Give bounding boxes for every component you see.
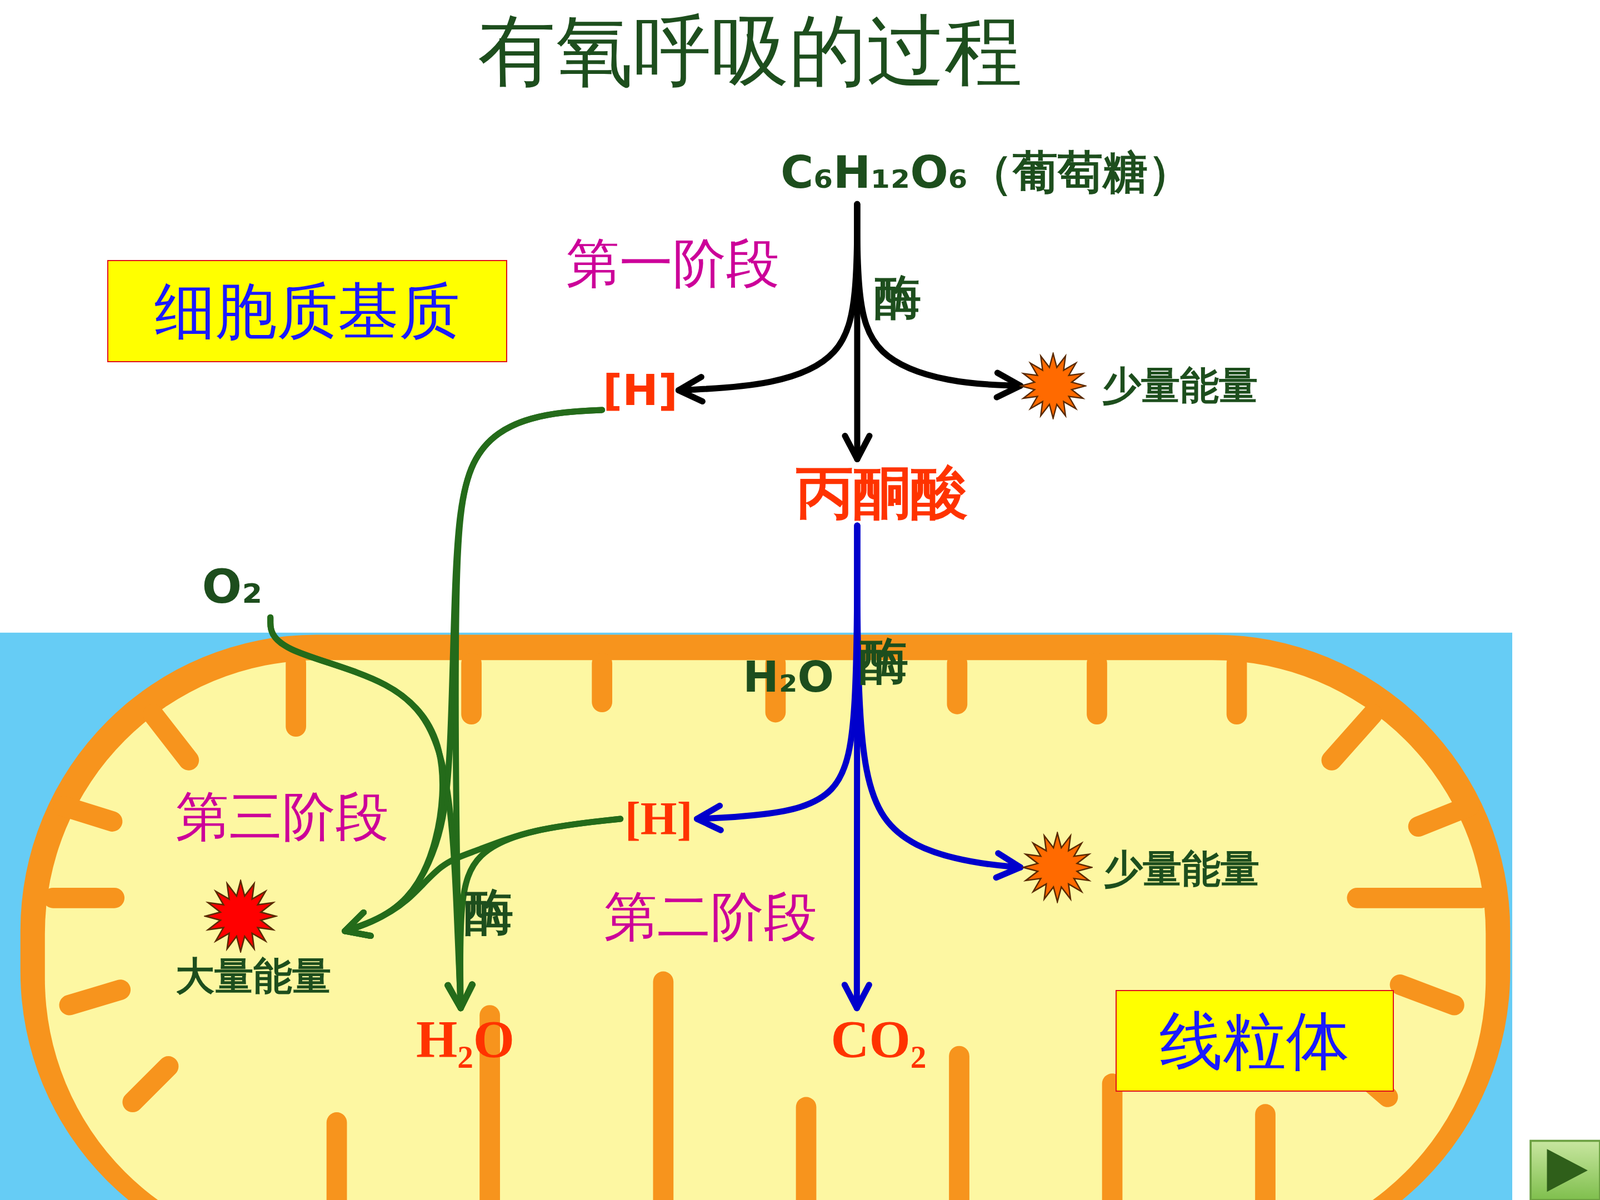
product-text: [H] xyxy=(602,362,679,419)
product-text: 丙酮酸 xyxy=(787,459,977,526)
star-burst xyxy=(1019,352,1087,420)
node-text: 少量能量 xyxy=(1103,847,1260,891)
flow-arrow xyxy=(853,203,860,459)
node-text: 大量能量 xyxy=(175,955,332,998)
star-shape xyxy=(1022,833,1092,902)
flow-arrow xyxy=(460,818,620,1009)
star-burst xyxy=(203,879,278,953)
location-box: 细胞质基质 xyxy=(107,260,508,363)
flow-arrow xyxy=(696,525,858,819)
node-text: 丙酮酸 xyxy=(796,461,968,524)
flow-arrow xyxy=(678,203,857,390)
product-text: H₂O xyxy=(408,1008,523,1072)
substrate-text: C₆H₁₂O₆（葡萄糖） xyxy=(780,140,1199,204)
flow-arrow xyxy=(853,525,861,1009)
flow-arrow xyxy=(857,525,1021,868)
product-text: [H] xyxy=(620,790,698,847)
enzyme-label: 酶 xyxy=(464,885,514,940)
energy-burst: 少量能量 xyxy=(1020,831,1292,904)
matrix xyxy=(45,660,1486,1200)
outer-membrane xyxy=(20,634,1511,1200)
node-text: 少量能量 xyxy=(1102,364,1258,408)
node-text: [H] xyxy=(602,366,678,414)
star-shape xyxy=(205,881,277,952)
flow-arrow xyxy=(270,617,462,1008)
node-text: H₂O xyxy=(416,1010,515,1069)
title: 有氧呼吸的过程 xyxy=(428,8,1072,94)
flow-arrow xyxy=(455,410,602,1009)
play-button xyxy=(1530,1140,1600,1200)
node-text: [H] xyxy=(625,793,693,845)
node-text: 线粒体 xyxy=(1159,1006,1350,1076)
energy-burst: 少量能量 xyxy=(1020,352,1288,420)
node-text: C₆H₁₂O₆（葡萄糖） xyxy=(780,147,1193,198)
node-text: CO₂ xyxy=(830,1010,927,1069)
enzyme-label: 酶 xyxy=(874,271,922,324)
reactant-text: O₂ xyxy=(193,556,271,618)
play-triangle xyxy=(1546,1148,1588,1192)
location-box: 线粒体 xyxy=(1115,990,1394,1093)
stage-label: 第一阶段 xyxy=(566,234,780,293)
flow-arrow xyxy=(345,410,603,932)
flow-arrow xyxy=(270,617,443,932)
stage-label: 第三阶段 xyxy=(175,787,389,847)
enzyme-label: 酶 xyxy=(859,634,909,689)
node-text: O₂ xyxy=(201,561,263,613)
star-burst xyxy=(1021,831,1094,904)
cristae xyxy=(53,663,1482,1200)
product-text: CO₂ xyxy=(821,1008,937,1072)
flow-arrow xyxy=(857,203,1021,386)
reactant-label: H₂O xyxy=(742,653,834,701)
node-text: 细胞质基质 xyxy=(154,277,460,345)
energy-burst: 大量能量 xyxy=(173,879,345,1002)
star-shape xyxy=(1020,353,1085,418)
stage-label: 第二阶段 xyxy=(603,887,818,947)
